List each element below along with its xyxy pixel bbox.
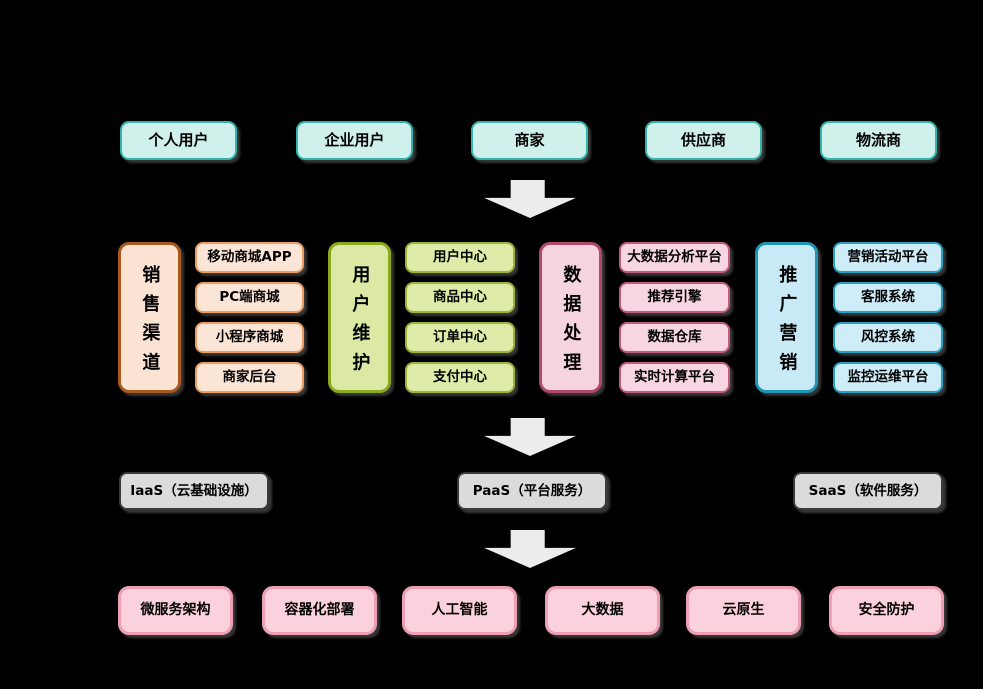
actor-supplier: 供应商 (645, 121, 762, 160)
actor-enterprise-user: 企业用户 (296, 121, 413, 160)
item-payment-center: 支付中心 (405, 362, 515, 393)
item-customer-service-system: 客服系统 (833, 282, 943, 313)
tech-cloud-native: 云原生 (686, 586, 801, 635)
group-header-label: 数据处理 (560, 264, 582, 382)
item-risk-control-system: 风控系统 (833, 322, 943, 353)
item-mobile-mall-app: 移动商城APP (195, 242, 304, 273)
tech-microservice-architecture: 微服务架构 (118, 586, 233, 635)
tech-artificial-intelligence: 人工智能 (402, 586, 517, 635)
group-header-sales-channel: 销售渠道 (118, 242, 181, 393)
item-realtime-computing-platform: 实时计算平台 (619, 362, 730, 393)
actor-personal-user: 个人用户 (120, 121, 237, 160)
item-recommendation-engine: 推荐引擎 (619, 282, 730, 313)
tech-containerized-deployment: 容器化部署 (262, 586, 377, 635)
group-header-user-maintenance: 用户维护 (328, 242, 391, 393)
item-monitoring-ops-platform: 监控运维平台 (833, 362, 943, 393)
item-mini-program-mall: 小程序商城 (195, 322, 304, 353)
item-bigdata-analytics-platform: 大数据分析平台 (619, 242, 730, 273)
actor-logistics: 物流商 (820, 121, 937, 160)
item-order-center: 订单中心 (405, 322, 515, 353)
item-merchant-backend: 商家后台 (195, 362, 304, 393)
item-data-warehouse: 数据仓库 (619, 322, 730, 353)
item-user-center: 用户中心 (405, 242, 515, 273)
group-header-label: 用户维护 (349, 264, 371, 382)
item-product-center: 商品中心 (405, 282, 515, 313)
down-arrow-icon (484, 530, 576, 568)
actor-merchant: 商家 (471, 121, 588, 160)
down-arrow-icon (484, 418, 576, 456)
platform-paas: PaaS（平台服务） (457, 472, 607, 510)
item-marketing-campaign-platform: 营销活动平台 (833, 242, 943, 273)
tech-security-protection: 安全防护 (829, 586, 944, 635)
group-header-promotion-marketing: 推广营销 (755, 242, 818, 393)
down-arrow-icon (484, 180, 576, 218)
tech-big-data: 大数据 (545, 586, 660, 635)
group-header-data-processing: 数据处理 (539, 242, 602, 393)
group-header-label: 推广营销 (776, 264, 798, 382)
item-pc-mall: PC端商城 (195, 282, 304, 313)
group-header-label: 销售渠道 (139, 264, 161, 382)
platform-iaas: IaaS（云基础设施） (119, 472, 269, 510)
platform-saas: SaaS（软件服务） (793, 472, 943, 510)
